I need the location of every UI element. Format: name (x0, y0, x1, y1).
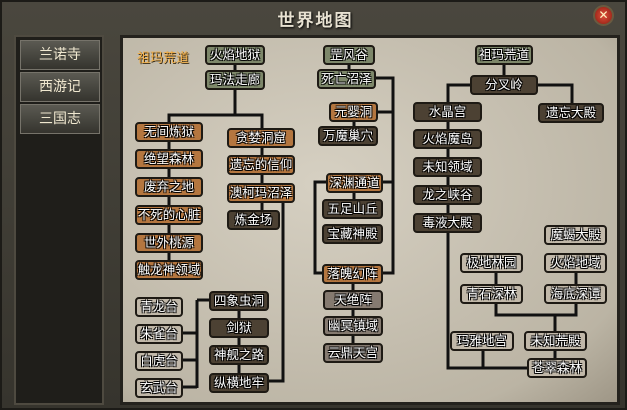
map-node[interactable]: 祖玛荒道 (475, 45, 533, 65)
sidebar-item-lannuo[interactable]: 兰诺寺 (20, 40, 100, 70)
map-node[interactable]: 未知荒殿 (524, 331, 587, 351)
map-node[interactable]: 白虎台 (135, 351, 183, 371)
map-node[interactable]: 玛雅地宫 (450, 331, 514, 351)
map-node[interactable]: 废弃之地 (135, 177, 203, 197)
map-node[interactable]: 遗忘大殿 (538, 103, 604, 123)
map-node[interactable]: 世外桃源 (135, 233, 203, 253)
map-node[interactable]: 玄武台 (135, 378, 183, 398)
map-node[interactable]: 火焰地域 (544, 253, 607, 273)
map-node[interactable]: 玛法走廊 (205, 70, 265, 90)
map-node[interactable]: 青石深林 (460, 284, 523, 304)
map-node[interactable]: 幽冥镇域 (323, 316, 383, 336)
map-node[interactable]: 无间炼狱 (135, 122, 203, 142)
map-node[interactable]: 朱雀台 (135, 324, 183, 344)
map-node[interactable]: 落魄幻阵 (322, 264, 383, 284)
close-icon[interactable]: ✕ (593, 5, 614, 26)
map-node[interactable]: 元婴洞 (329, 102, 378, 122)
map-node[interactable]: 青龙台 (135, 297, 183, 317)
sidebar-item-xiyouji[interactable]: 西游记 (20, 72, 100, 102)
map-node[interactable]: 四象虫洞 (209, 291, 269, 311)
map-node[interactable]: 绝望森林 (135, 149, 203, 169)
map-node[interactable]: 苍翠森林 (527, 358, 587, 378)
map-node[interactable]: 不死的心脏 (135, 205, 203, 225)
map-node[interactable]: 澳柯玛沼泽 (227, 183, 295, 203)
map-node[interactable]: 魔蝎大殿 (544, 225, 607, 245)
map-node[interactable]: 分叉岭 (470, 75, 538, 95)
map-node[interactable]: 炼金场 (227, 210, 280, 230)
map-node[interactable]: 极地林园 (460, 253, 523, 273)
map-node[interactable]: 龙之峡谷 (413, 185, 482, 205)
map-node[interactable]: 火焰地狱 (205, 45, 265, 65)
region-label: 祖玛荒道 (137, 51, 190, 66)
map-node[interactable]: 死亡沼泽 (317, 69, 376, 89)
map-node[interactable]: 宝藏神殿 (322, 224, 383, 244)
map-node[interactable]: 万魔巢穴 (318, 126, 378, 146)
map-node[interactable]: 五足山丘 (322, 199, 383, 219)
map-node[interactable]: 贪婪洞窟 (227, 128, 295, 148)
map-node[interactable]: 毒液大殿 (413, 213, 482, 233)
window-title: 世界地图 (277, 11, 354, 31)
map-node[interactable]: 遗忘的信仰 (227, 155, 295, 175)
map-node[interactable]: 火焰魔岛 (413, 129, 482, 149)
map-node[interactable]: 天绝阵 (323, 290, 383, 310)
map-node[interactable]: 剑狱 (209, 318, 269, 338)
map-node[interactable]: 神舰之路 (209, 345, 269, 365)
map-node[interactable]: 水晶宫 (413, 102, 482, 122)
map-node[interactable]: 触龙神领域 (135, 260, 203, 280)
map-node[interactable]: 纵横地牢 (209, 373, 269, 393)
map-node[interactable]: 深渊通道 (326, 173, 383, 193)
map-node[interactable]: 海底深谭 (544, 284, 607, 304)
map-node[interactable]: 云鼎天宫 (323, 343, 383, 363)
map-node[interactable]: 未知领域 (413, 157, 482, 177)
map-node[interactable]: 罡风谷 (323, 45, 375, 65)
sidebar-item-sanguozhi[interactable]: 三国志 (20, 104, 100, 134)
sidebar: 兰诺寺 西游记 三国志 (14, 35, 104, 405)
